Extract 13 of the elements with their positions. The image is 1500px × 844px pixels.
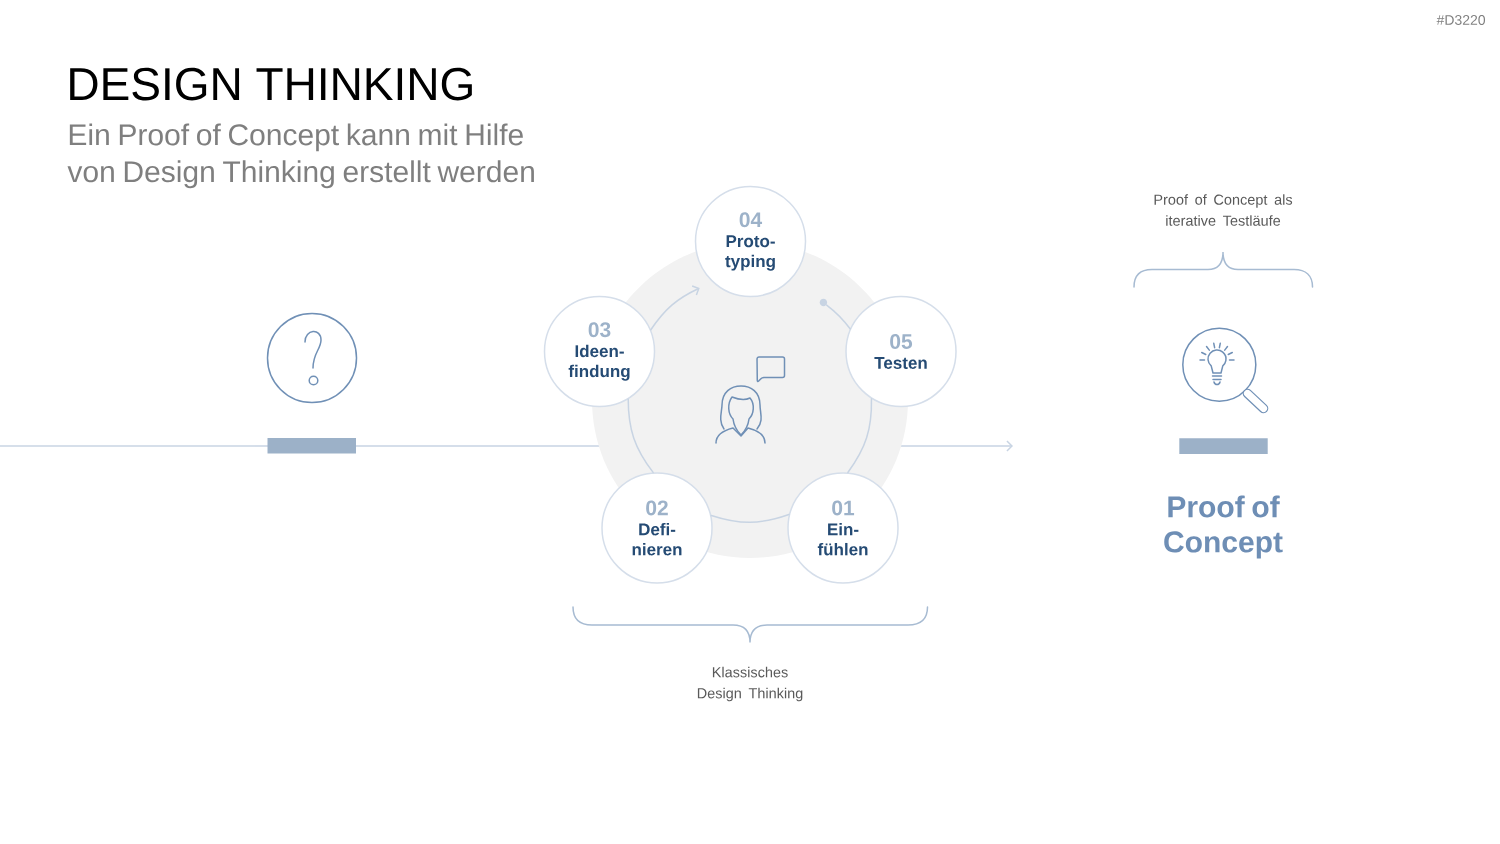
- cycle-arc: [847, 398, 873, 474]
- title: DESIGN THINKING: [70, 67, 472, 101]
- bar: [267, 438, 356, 454]
- cycle-arrow: [650, 285, 700, 331]
- cycle-arc: [627, 398, 654, 474]
- subtitle: Ein Proof of Concept kann mit Hilfe von Design Thinking erstellt werden: [67, 123, 534, 189]
- cycle-arc: [825, 304, 851, 330]
- slide-code: #D3220: [1436, 15, 1486, 25]
- brace-label: Proof of Concept als iterative Testläufe: [1154, 194, 1293, 226]
- cycle-arc: [710, 513, 790, 524]
- bar: [1179, 438, 1268, 454]
- brace-label: Klassisches Design Thinking: [697, 666, 803, 702]
- result-heading: Proof of Concept: [1164, 495, 1283, 559]
